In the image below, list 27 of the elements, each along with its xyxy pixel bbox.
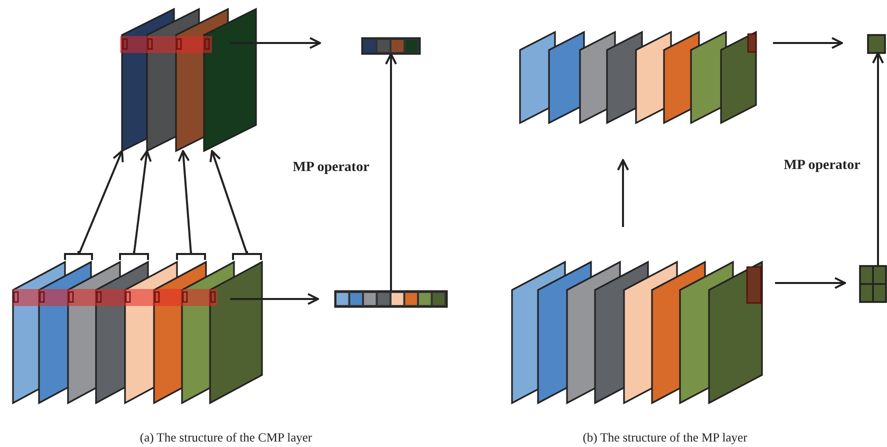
bracket bbox=[64, 250, 93, 261]
edge-label: MP operator bbox=[292, 160, 370, 176]
arrow bbox=[230, 293, 319, 305]
feature-vector bbox=[334, 290, 448, 308]
feature-map-stack-drawing bbox=[120, 8, 257, 152]
pooling-grid bbox=[859, 265, 887, 303]
bracket bbox=[176, 250, 206, 261]
edge-label: MP operator bbox=[782, 158, 862, 174]
feature-map-stack-drawing bbox=[511, 260, 763, 404]
caption: (b) The structure of the MP layer bbox=[582, 430, 748, 446]
arrow bbox=[230, 37, 321, 49]
bracket bbox=[119, 250, 149, 261]
arrow bbox=[617, 159, 629, 227]
pooled-cell bbox=[867, 34, 886, 54]
feature-map-stack-drawing bbox=[519, 30, 757, 124]
arrow bbox=[133, 150, 152, 254]
arrow bbox=[209, 150, 248, 254]
arrow bbox=[78, 150, 124, 254]
feature-map-stack-drawing bbox=[12, 260, 263, 404]
arrow bbox=[178, 150, 192, 254]
arrow bbox=[773, 37, 843, 49]
arrow bbox=[872, 52, 884, 266]
caption: (a) The structure of the CMP layer bbox=[140, 430, 312, 446]
arrow bbox=[775, 277, 846, 289]
arrow bbox=[385, 53, 397, 291]
bracket bbox=[232, 250, 262, 261]
feature-vector bbox=[361, 37, 421, 55]
